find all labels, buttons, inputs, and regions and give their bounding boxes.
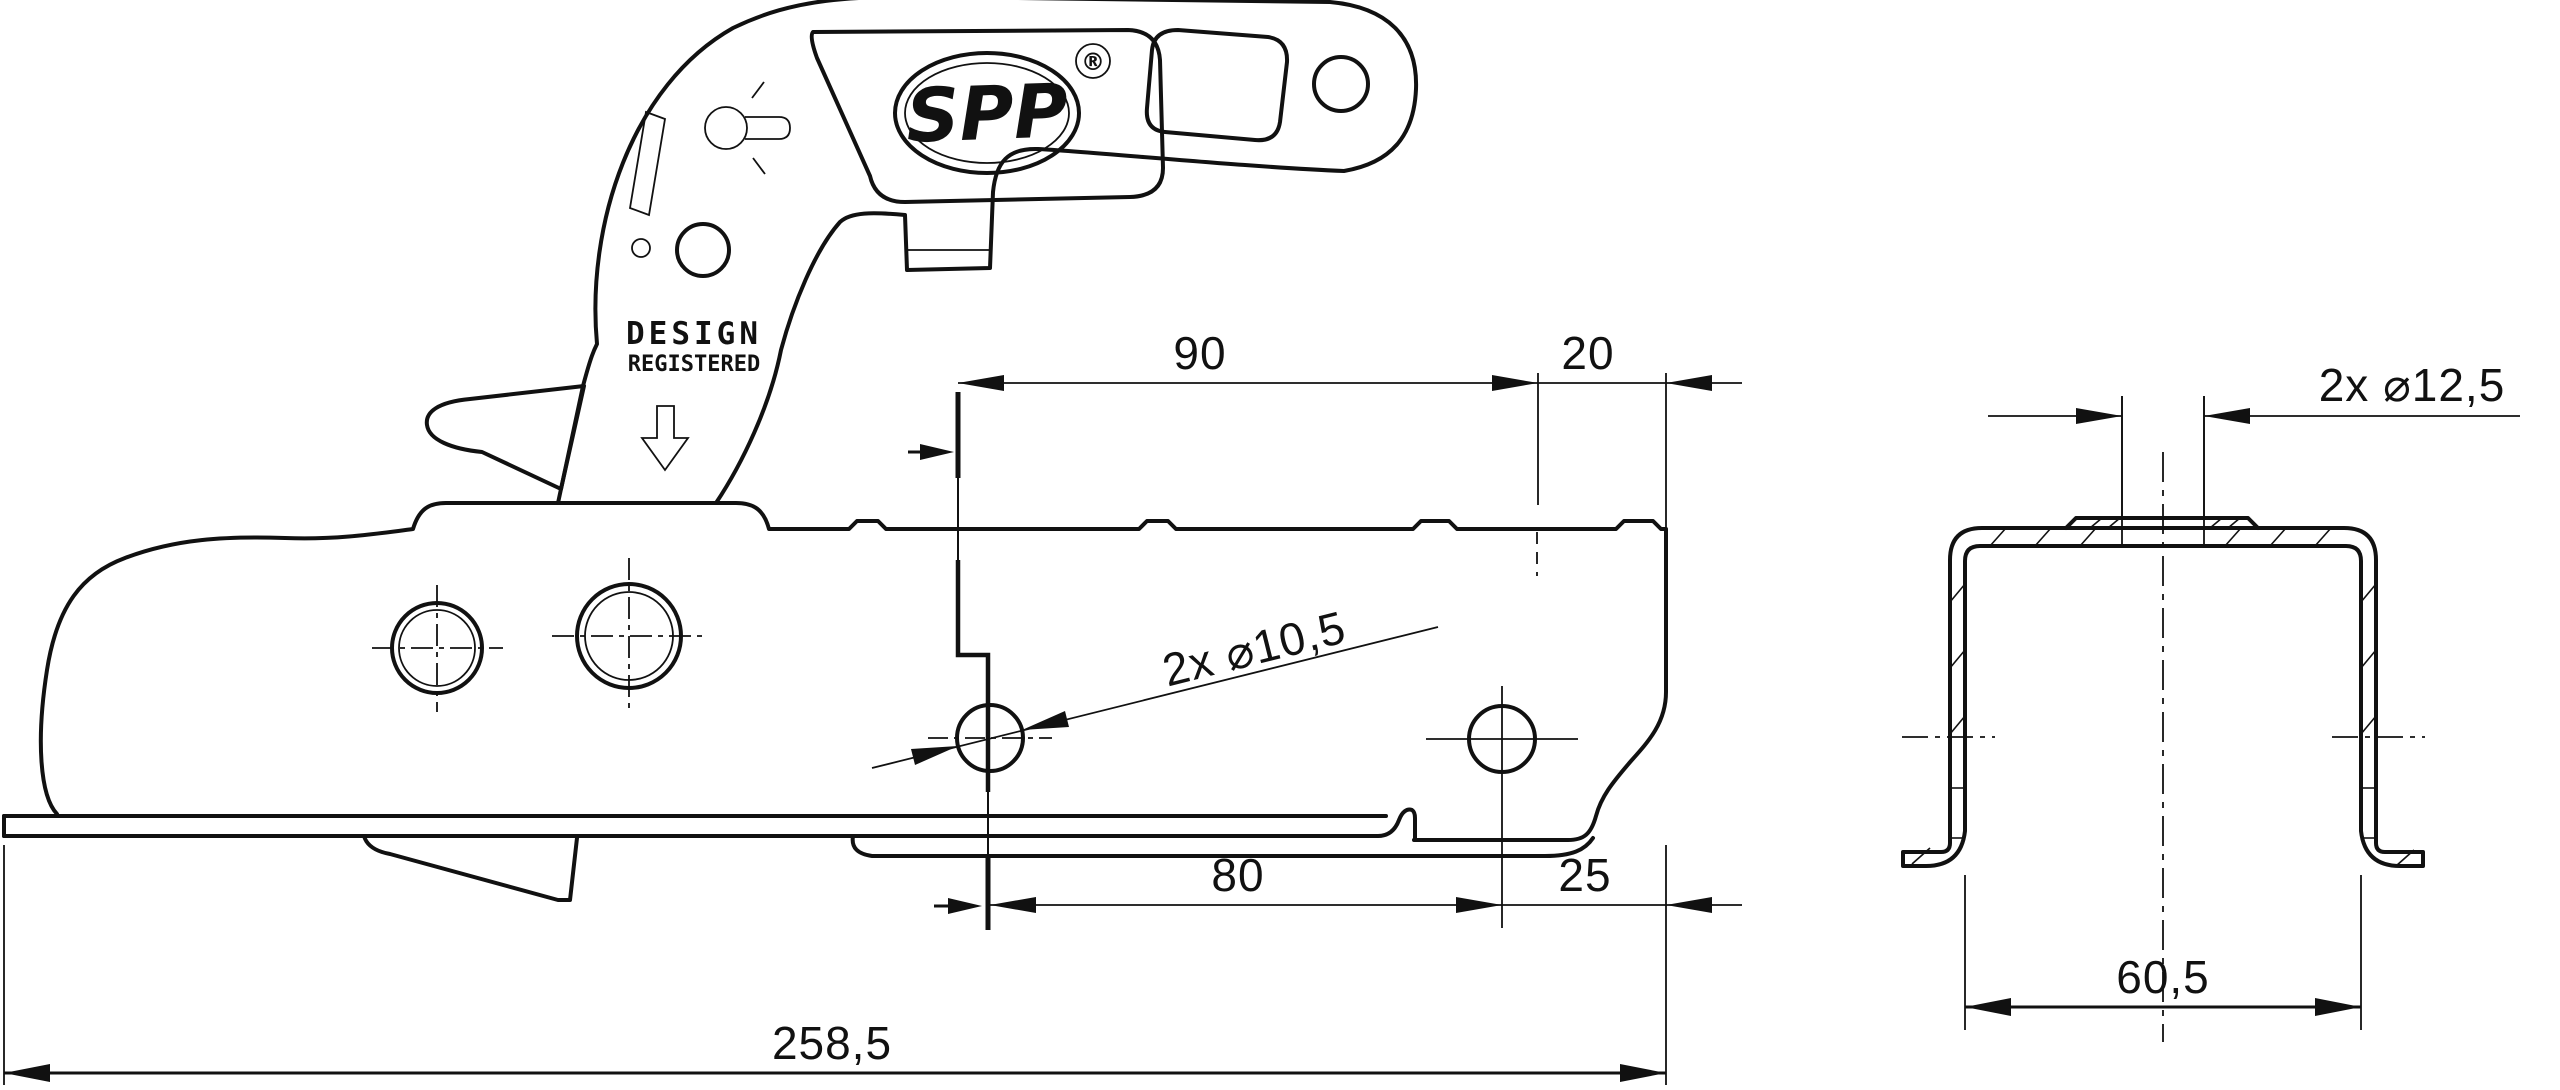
dim-label-60-5: 60,5 bbox=[2116, 951, 2210, 1003]
section-view bbox=[1901, 396, 2425, 1042]
dim-label-12-5: 2x ⌀12,5 bbox=[2319, 359, 2506, 411]
section-arrow-bottom bbox=[948, 898, 982, 914]
body-outline bbox=[38, 501, 1668, 842]
dim-label-20: 20 bbox=[1561, 327, 1614, 379]
handle-arm bbox=[556, 0, 1419, 505]
logo-oval-inner bbox=[904, 62, 1070, 164]
blank-panel bbox=[1144, 28, 1290, 143]
dim-label-25: 25 bbox=[1558, 849, 1611, 901]
handle-slot bbox=[628, 110, 667, 217]
down-arrow-icon bbox=[640, 405, 690, 472]
stamp-line1: DESIGN bbox=[626, 316, 762, 352]
latch-lever bbox=[424, 384, 586, 491]
channel-profile bbox=[1901, 526, 2425, 868]
logo-oval-outer bbox=[893, 51, 1081, 175]
dim-top-span: 90 20 bbox=[958, 327, 1742, 529]
dim-label-90: 90 bbox=[1173, 327, 1226, 379]
dim-label-258-5: 258,5 bbox=[772, 1017, 892, 1069]
dim-label-80: 80 bbox=[1211, 849, 1264, 901]
pivot-pin bbox=[704, 106, 748, 150]
top-boss bbox=[2064, 516, 2260, 530]
side-view: SPP ® DESIGN REGISTERED bbox=[2, 0, 1668, 930]
registered-mark: ® bbox=[1081, 48, 1105, 76]
cutting-plane-line bbox=[908, 392, 991, 930]
handle-end-hole bbox=[1312, 55, 1370, 113]
small-hole bbox=[631, 238, 651, 258]
brand-logo-text: SPP bbox=[905, 68, 1070, 160]
design-registered-stamp: DESIGN REGISTERED bbox=[626, 316, 762, 472]
registered-mark-circle bbox=[1075, 43, 1111, 79]
dim-section-holes: 2x ⌀12,5 bbox=[1988, 359, 2520, 516]
dimensions: 90 20 2x ⌀10,5 80 25 bbox=[3, 327, 2520, 1085]
logo-panel bbox=[809, 28, 1165, 204]
plate-end-curl bbox=[1376, 807, 1417, 842]
under-plate-gusset bbox=[362, 834, 579, 902]
bottom-plate bbox=[2, 807, 1595, 902]
hole-left-inner bbox=[398, 609, 476, 687]
dim-bottom-span: 80 25 bbox=[990, 845, 1742, 1085]
stamp-line2: REGISTERED bbox=[628, 352, 760, 377]
section-arrow-top bbox=[920, 444, 954, 460]
handle-assembly: SPP ® bbox=[424, 0, 1419, 505]
medium-hole bbox=[675, 222, 731, 278]
dim-overall-length: 258,5 bbox=[3, 845, 1666, 1085]
lower-skirt bbox=[850, 834, 1595, 858]
dim-label-10-5: 2x ⌀10,5 bbox=[1157, 601, 1351, 697]
dim-section-width: 60,5 bbox=[1964, 875, 2362, 1030]
pivot-pin-stem bbox=[745, 116, 791, 140]
section-hatching bbox=[1911, 517, 2415, 867]
